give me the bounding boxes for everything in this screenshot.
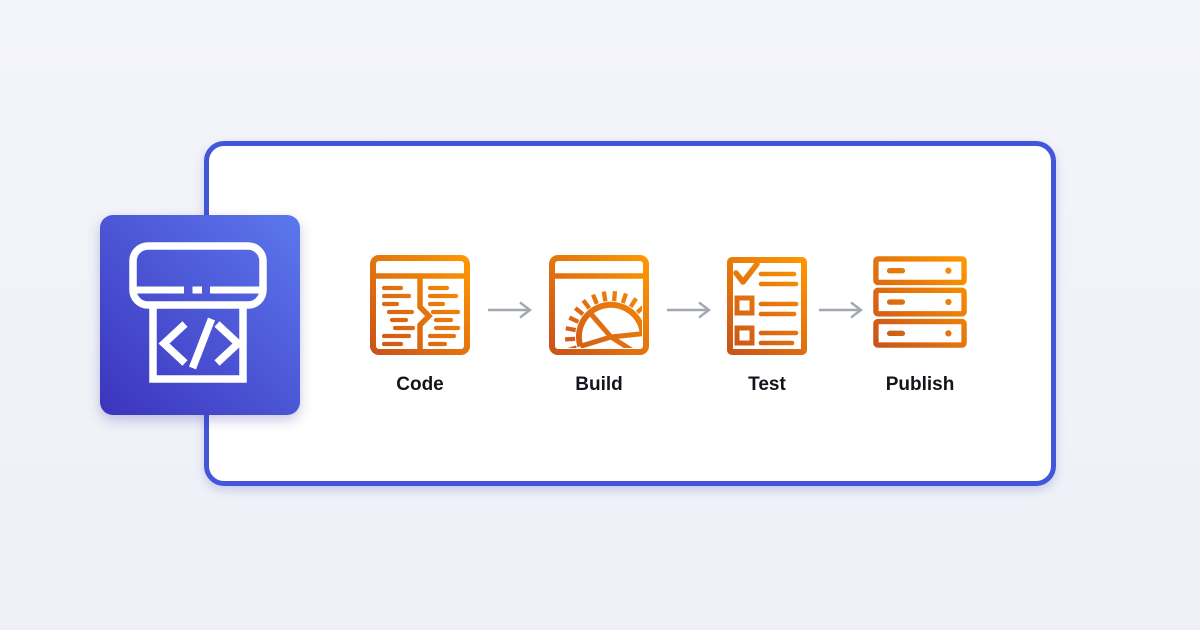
pipeline-step-code: Code [370,255,470,394]
publish-server-stack-icon [873,256,967,348]
right-arrow-icon [488,301,532,319]
brand-tile [100,215,300,415]
right-arrow-icon [819,301,863,319]
pipeline-step-test: Test [727,257,807,394]
step-label-code: Code [396,374,444,395]
pipeline-step-build: Build [549,255,649,394]
right-arrow-icon [667,301,711,319]
pipeline-step-publish: Publish [873,256,967,394]
step-label-build: Build [575,374,623,395]
step-label-publish: Publish [885,374,955,395]
build-gauge-window-icon [549,255,649,355]
step-label-test: Test [748,374,786,395]
code-diff-window-icon [370,255,470,355]
test-checklist-icon [727,257,807,355]
code-dispenser-terminal-icon [129,242,267,383]
